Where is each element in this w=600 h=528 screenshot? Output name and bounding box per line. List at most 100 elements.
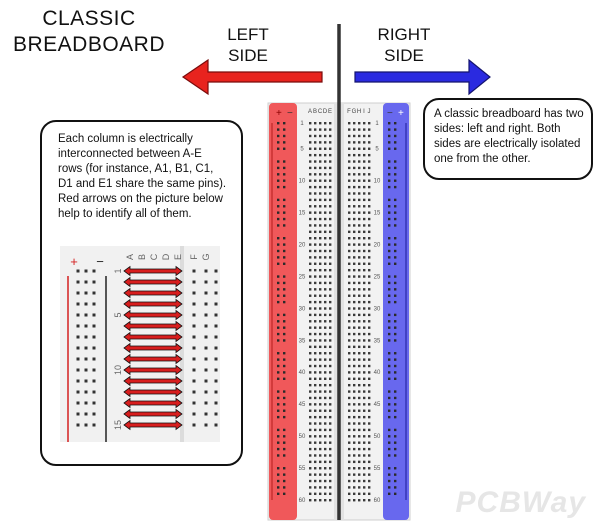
terminal-hole bbox=[363, 326, 366, 329]
terminal-hole bbox=[329, 211, 332, 214]
terminal-hole bbox=[348, 460, 351, 464]
terminal-hole bbox=[314, 205, 317, 208]
rail-hole bbox=[388, 288, 391, 291]
terminal-hole bbox=[358, 352, 361, 355]
inset-terminal-hole bbox=[204, 412, 208, 416]
terminal-hole bbox=[358, 479, 361, 483]
terminal-hole bbox=[319, 153, 322, 157]
terminal-hole bbox=[314, 415, 317, 419]
rail-hole bbox=[277, 281, 280, 285]
rail-hole bbox=[388, 300, 391, 304]
rail-hole bbox=[277, 275, 280, 278]
terminal-hole bbox=[348, 371, 351, 374]
terminal-hole bbox=[309, 409, 312, 412]
terminal-hole bbox=[319, 249, 322, 253]
terminal-hole bbox=[324, 499, 327, 502]
inset-rail-hole bbox=[84, 401, 88, 405]
inset-rail-hole bbox=[76, 346, 80, 350]
terminal-hole bbox=[348, 122, 351, 125]
terminal-hole bbox=[348, 441, 351, 444]
terminal-hole bbox=[348, 435, 351, 438]
terminal-hole bbox=[329, 160, 332, 163]
terminal-hole bbox=[314, 383, 317, 387]
terminal-hole bbox=[324, 141, 327, 144]
terminal-hole bbox=[324, 288, 327, 291]
terminal-hole bbox=[348, 134, 351, 138]
inset-terminal-hole bbox=[204, 335, 208, 339]
terminal-hole bbox=[363, 147, 366, 150]
inset-terminal-hole bbox=[214, 280, 218, 284]
terminal-hole bbox=[353, 447, 356, 451]
rail-hole bbox=[388, 313, 391, 317]
inset-rail-hole bbox=[84, 269, 88, 273]
rail-hole bbox=[388, 428, 391, 432]
row-letter-right: H bbox=[357, 109, 361, 115]
terminal-hole bbox=[329, 166, 332, 170]
terminal-hole bbox=[363, 313, 366, 317]
terminal-hole bbox=[348, 409, 351, 412]
inset-rail-hole bbox=[84, 390, 88, 394]
inset-terminal-hole bbox=[204, 280, 208, 284]
terminal-hole bbox=[329, 217, 332, 221]
terminal-hole bbox=[348, 332, 351, 336]
inset-minus-symbol: − bbox=[96, 254, 104, 269]
terminal-hole bbox=[363, 134, 366, 138]
terminal-hole bbox=[309, 435, 312, 438]
rail-hole bbox=[388, 122, 391, 125]
rail-hole bbox=[388, 294, 391, 297]
rail-hole bbox=[388, 205, 391, 208]
terminal-hole bbox=[358, 396, 361, 400]
column-number-left: 25 bbox=[299, 274, 306, 280]
rail-hole bbox=[283, 447, 286, 451]
inset-terminal-hole bbox=[214, 423, 218, 427]
terminal-hole bbox=[324, 339, 327, 342]
inset-rail-hole bbox=[84, 423, 88, 427]
terminal-hole bbox=[358, 332, 361, 336]
terminal-hole bbox=[324, 422, 327, 425]
rail-hole bbox=[394, 454, 397, 457]
column-number-left: 50 bbox=[299, 434, 306, 440]
terminal-hole bbox=[324, 383, 327, 387]
terminal-hole bbox=[358, 428, 361, 432]
terminal-hole bbox=[363, 454, 366, 457]
terminal-hole bbox=[324, 467, 327, 470]
left-note-text: Each column is electrically interconnect… bbox=[58, 133, 227, 220]
terminal-hole bbox=[368, 441, 371, 444]
terminal-hole bbox=[309, 147, 312, 150]
terminal-hole bbox=[319, 441, 322, 444]
inset-connection-arrow bbox=[123, 331, 183, 343]
terminal-hole bbox=[368, 447, 371, 451]
inset-terminal-hole bbox=[204, 390, 208, 394]
terminal-hole bbox=[348, 300, 351, 304]
rail-hole bbox=[388, 467, 391, 470]
rail-hole bbox=[394, 396, 397, 400]
terminal-hole bbox=[353, 364, 356, 368]
rail-hole bbox=[283, 454, 286, 457]
terminal-hole bbox=[363, 256, 366, 259]
terminal-hole bbox=[319, 230, 322, 234]
terminal-hole bbox=[353, 300, 356, 304]
terminal-hole bbox=[368, 364, 371, 368]
terminal-hole bbox=[363, 230, 366, 234]
terminal-hole bbox=[363, 441, 366, 444]
rail-hole bbox=[283, 332, 286, 336]
terminal-hole bbox=[363, 345, 366, 349]
inset-rail-hole bbox=[84, 291, 88, 295]
terminal-hole bbox=[309, 275, 312, 278]
inset-terminal-hole bbox=[214, 390, 218, 394]
rail-hole bbox=[394, 262, 397, 265]
terminal-hole bbox=[314, 339, 317, 342]
terminal-hole bbox=[363, 460, 366, 464]
rail-hole bbox=[277, 435, 280, 438]
rail-hole bbox=[277, 166, 280, 170]
terminal-hole bbox=[363, 435, 366, 438]
column-number-right: 20 bbox=[374, 242, 381, 248]
terminal-hole bbox=[353, 173, 356, 176]
rail-hole bbox=[277, 428, 280, 432]
terminal-hole bbox=[314, 217, 317, 221]
terminal-hole bbox=[324, 326, 327, 329]
terminal-hole bbox=[314, 435, 317, 438]
rail-hole bbox=[283, 313, 286, 317]
terminal-hole bbox=[368, 198, 371, 202]
terminal-hole bbox=[353, 396, 356, 400]
